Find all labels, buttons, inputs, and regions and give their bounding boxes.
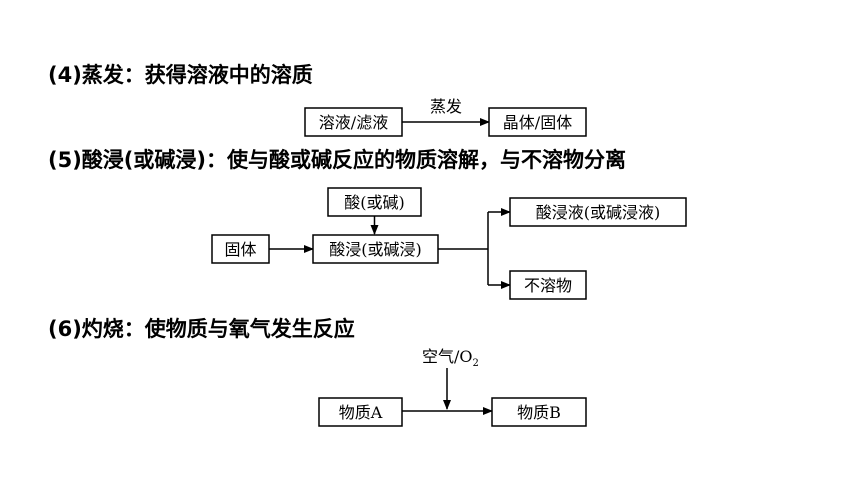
substance-a-label: 物质A: [339, 403, 383, 422]
acid-alkali-reagent-label: 酸(或碱): [344, 193, 405, 212]
solid-input-label: 固体: [224, 240, 256, 259]
oxygen-subscript: 2: [473, 358, 479, 369]
evaporation-label: 蒸发: [430, 97, 462, 116]
insoluble-box: [509, 270, 587, 300]
substance-a-box: [318, 397, 403, 427]
section-6-heading: (6)灼烧：使物质与氧气发生反应: [48, 317, 355, 341]
leaching-process-box: [312, 234, 439, 264]
section-5-heading: (5)酸浸(或碱浸)：使与酸或碱反应的物质溶解，与不溶物分离: [48, 148, 627, 172]
leaching-process-label: 酸浸(或碱浸): [329, 240, 422, 259]
roasting-diagram: 空气/O2 物质A 物质B: [318, 347, 587, 427]
solid-input-box: [211, 234, 270, 264]
evaporation-diagram: 溶液/滤液 蒸发 晶体/固体: [304, 97, 587, 137]
leachate-label: 酸浸液(或碱浸液): [536, 203, 661, 222]
air-oxygen-label: 空气/O2: [422, 347, 479, 369]
insoluble-label: 不溶物: [524, 276, 572, 295]
substance-b-label: 物质B: [517, 403, 561, 422]
leachate-box: [509, 197, 687, 227]
crystal-solid-box: [488, 107, 587, 137]
crystal-solid-label: 晶体/固体: [503, 113, 572, 132]
solution-filtrate-label: 溶液/滤液: [319, 113, 388, 132]
substance-b-box: [491, 397, 587, 427]
section-4-heading: (4)蒸发：获得溶液中的溶质: [48, 63, 313, 87]
leaching-diagram: 酸(或碱) 固体 酸浸(或碱浸) 酸浸液(或碱浸液) 不溶物: [211, 187, 687, 300]
